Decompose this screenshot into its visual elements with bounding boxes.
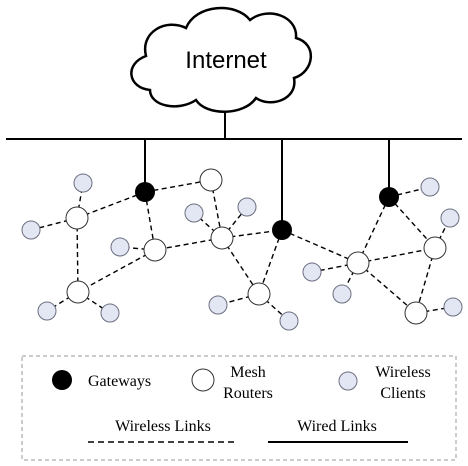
gateway <box>379 187 399 207</box>
legend-mesh-routers-label-line2: Routers <box>223 385 273 402</box>
mesh-routers <box>65 168 447 325</box>
legend-wireless-links-label: Wireless Links <box>115 418 211 435</box>
mesh-router <box>404 301 428 325</box>
legend-box <box>21 355 457 461</box>
gateways <box>135 182 399 240</box>
mesh-router <box>65 206 89 230</box>
gateway <box>135 182 155 202</box>
mesh-router <box>210 226 234 250</box>
mesh-router <box>423 236 447 260</box>
wireless-client <box>37 301 57 321</box>
wireless-link <box>388 196 436 249</box>
wireless-link <box>415 306 454 314</box>
wireless-client <box>440 208 460 228</box>
legend-gateways-label: Gateways <box>88 373 151 390</box>
wireless-link <box>221 206 248 239</box>
wireless-client <box>100 303 120 323</box>
mesh-router <box>247 282 271 306</box>
wireless-client <box>279 311 299 331</box>
wireless-link <box>281 229 359 264</box>
wireless-client <box>184 203 204 223</box>
legend-wired-links-label: Wired Links <box>297 418 377 435</box>
wireless-client <box>110 237 130 257</box>
wireless-client <box>302 262 322 282</box>
legend-mesh-routers-label-line1: Mesh <box>230 364 266 381</box>
wireless-client <box>208 295 228 315</box>
cloud-label: Internet <box>185 47 267 74</box>
legend-wireless-clients-label-line2: Clients <box>380 385 425 402</box>
wireless-link <box>258 229 283 295</box>
wireless-client <box>21 220 41 240</box>
cloud-shape <box>130 6 313 113</box>
wireless-link <box>258 293 290 322</box>
internet-cloud: Internet <box>130 6 313 113</box>
wireless-link <box>76 217 79 293</box>
mesh-router <box>66 280 90 304</box>
legend-gateway-icon <box>52 370 72 390</box>
wireless-link <box>357 247 436 264</box>
wireless-client <box>443 297 463 317</box>
wireless-link <box>77 291 111 314</box>
mesh-router <box>143 238 167 262</box>
mesh-router <box>199 168 223 192</box>
wireless-link <box>77 249 156 293</box>
wireless-client <box>73 173 93 193</box>
legend-mesh-router-icon <box>191 368 215 392</box>
wireless-clients <box>21 173 463 331</box>
wireless-link <box>76 191 146 219</box>
wireless-client <box>237 197 257 217</box>
wireless-client <box>420 177 440 197</box>
wireless-link <box>357 196 390 264</box>
legend-wireless-client-icon <box>338 371 358 391</box>
legend: Gateways Mesh Routers Wireless Clients W… <box>21 355 457 461</box>
wireless-link <box>357 262 417 314</box>
mesh-router <box>346 251 370 275</box>
gateway <box>272 220 292 240</box>
legend-wireless-clients-label-line1: Wireless <box>375 364 430 381</box>
wireless-client <box>332 284 352 304</box>
wireless-link <box>193 212 223 239</box>
